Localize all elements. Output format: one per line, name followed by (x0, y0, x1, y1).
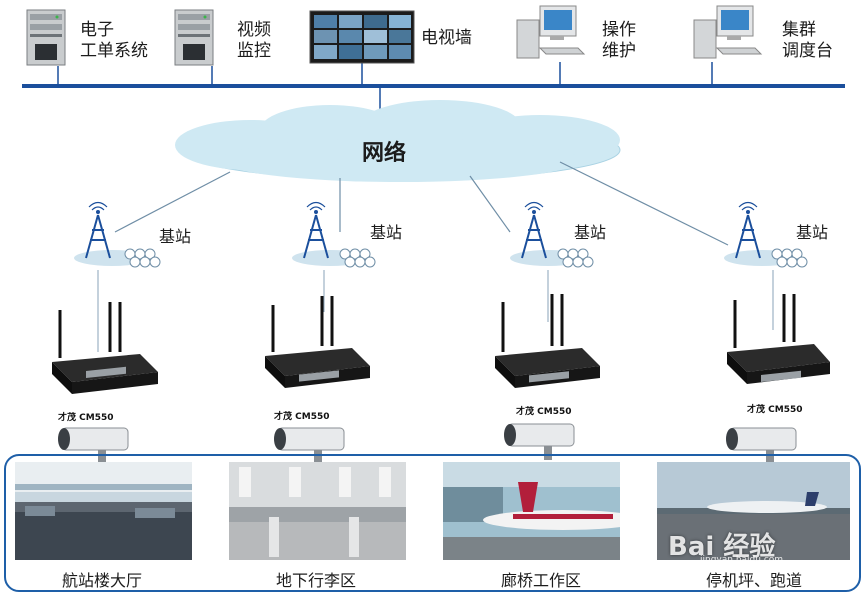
base-station-label-3: 基站 (574, 223, 607, 242)
system-label-work-order: 电子 工单系统 (80, 20, 148, 61)
router-label-2: 才茂 CM550 (274, 412, 330, 422)
coverage-area-border (4, 454, 861, 592)
router-label-1: 才茂 CM550 (58, 413, 114, 423)
workstation-icon (516, 5, 586, 59)
base-station-3 (510, 201, 594, 268)
watermark-subtext: jingyan.baidu.com (700, 555, 784, 565)
camera-1 (58, 427, 129, 464)
baggage-area-photo (229, 462, 406, 560)
video-wall-icon (309, 10, 415, 64)
server-tower-icon (26, 9, 66, 66)
system-label-video-monitor: 视频 监控 (237, 20, 271, 61)
system-label-ops: 操作 维护 (602, 20, 636, 61)
router-label-3: 才茂 CM550 (516, 407, 572, 417)
link-cloud-bs4 (559, 161, 729, 246)
camera-3 (504, 423, 575, 460)
system-label-video-wall: 电视墙 (421, 28, 472, 48)
camera-4 (726, 427, 797, 464)
apron-runway-photo (657, 462, 850, 560)
camera-2 (274, 427, 345, 464)
base-station-2 (292, 201, 376, 268)
area-caption-jet-bridge: 廊桥工作区 (500, 571, 581, 590)
jet-bridge-area-photo (443, 462, 620, 560)
area-caption-baggage: 地下行李区 (275, 571, 356, 590)
router-4 (727, 294, 830, 384)
base-station-label-4: 基站 (796, 223, 829, 242)
router-2 (265, 296, 370, 388)
link-cloud-bs1 (114, 171, 231, 233)
network-cloud (175, 100, 621, 182)
network-label: 网络 (362, 141, 407, 166)
link-cloud-bs3 (469, 175, 511, 233)
area-caption-apron-runway: 停机坪、跑道 (705, 571, 802, 590)
base-station-1 (74, 201, 161, 268)
system-label-dispatch: 集群 调度台 (782, 20, 833, 61)
server-tower-icon (174, 9, 214, 66)
base-station-label-1: 基站 (159, 227, 192, 246)
area-caption-terminal-hall: 航站楼大厅 (61, 571, 142, 590)
workstation-icon (693, 5, 763, 59)
base-station-label-2: 基站 (370, 223, 403, 242)
watermark-logo: Bai 经验 (668, 532, 776, 562)
router-label-4: 才茂 CM550 (747, 405, 803, 415)
router-3 (495, 294, 600, 388)
base-station-4 (724, 201, 808, 268)
router-1 (52, 302, 158, 394)
terminal-hall-photo (15, 462, 192, 560)
